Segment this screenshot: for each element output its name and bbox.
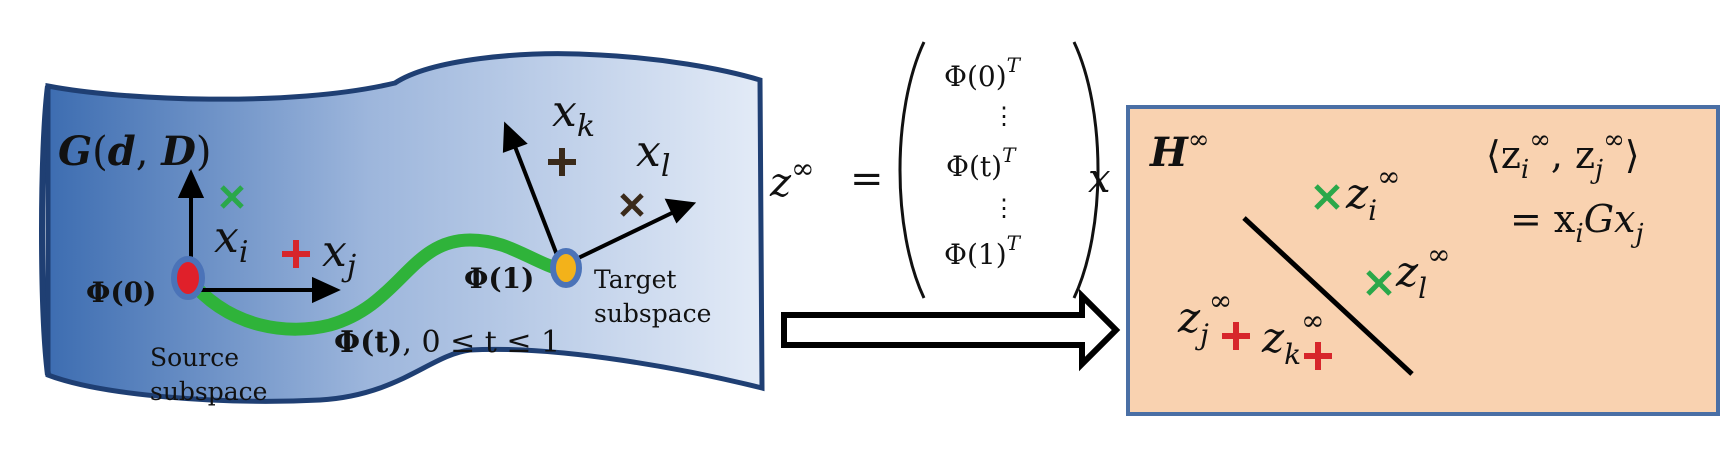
inner-product: ⟨zi∞, zj∞⟩ bbox=[1486, 125, 1640, 185]
geodesic-curve bbox=[181, 233, 575, 336]
zl-green-x bbox=[1366, 270, 1392, 296]
zk-red-plus bbox=[1304, 342, 1332, 370]
phi1-label: Φ(1) bbox=[464, 262, 534, 295]
target-axes bbox=[502, 121, 697, 269]
matrix-row-phit: Φ(t)T bbox=[946, 143, 1017, 183]
matrix-dots-2: ⋮ bbox=[992, 194, 1016, 222]
zi-green-x bbox=[1314, 184, 1340, 210]
z-infinity-lhs: z∞ bbox=[769, 152, 814, 206]
phi0-label: Φ(0) bbox=[86, 276, 156, 309]
matrix-dots-1: ⋮ bbox=[992, 102, 1016, 130]
manifold-left-edge bbox=[39, 85, 51, 376]
mapping-equation: z∞ = Φ(0)T ⋮ Φ(t)T ⋮ Φ(1)T x bbox=[769, 41, 1111, 299]
red-plus-mark bbox=[282, 240, 310, 268]
green-x-mark bbox=[220, 185, 244, 209]
zj-red-plus bbox=[1222, 322, 1250, 350]
phi-t-label: Φ(t), 0 ≤ t ≤ 1 bbox=[334, 325, 560, 360]
dark-plus-mark bbox=[548, 148, 576, 176]
manifold-group: G(d, D) Φ(0) Φ(1) Φ(t), 0 ≤ t ≤ 1 Source… bbox=[39, 51, 765, 406]
equals-sign: = bbox=[850, 156, 884, 202]
source-axes bbox=[177, 169, 341, 304]
source-point bbox=[171, 256, 205, 300]
right-paren bbox=[1072, 41, 1100, 299]
matrix-row-phi1: Φ(1)T bbox=[944, 231, 1022, 271]
source-subspace-label: Source subspace bbox=[150, 343, 267, 406]
manifold-label: G(d, D) bbox=[58, 128, 211, 175]
zj-label: zj∞ bbox=[1177, 284, 1232, 351]
mapping-arrow bbox=[781, 288, 1121, 372]
target-subspace-label: Target subspace bbox=[594, 265, 711, 328]
xl-label: xl bbox=[636, 126, 670, 184]
left-paren bbox=[898, 41, 926, 299]
matrix-row-phi0: Φ(0)T bbox=[944, 53, 1022, 93]
hilbert-label: H∞ bbox=[1149, 125, 1209, 176]
zi-label: zi∞ bbox=[1345, 160, 1400, 227]
separating-hyperplane bbox=[1242, 216, 1414, 376]
dark-x-mark bbox=[620, 193, 644, 217]
zk-label: zk∞ bbox=[1261, 304, 1324, 371]
zl-label: zl∞ bbox=[1395, 238, 1450, 305]
xk-label: xk bbox=[552, 86, 595, 144]
hilbert-space-panel: H∞ ⟨zi∞, zj∞⟩ = xiGxj zi∞ zl∞ zj∞ bbox=[1126, 105, 1720, 416]
hilbert-box bbox=[1126, 105, 1720, 416]
x-rhs: x bbox=[1088, 156, 1111, 202]
target-point bbox=[550, 248, 582, 288]
xj-label: xj bbox=[322, 226, 356, 284]
xi-label: xi bbox=[214, 212, 248, 270]
